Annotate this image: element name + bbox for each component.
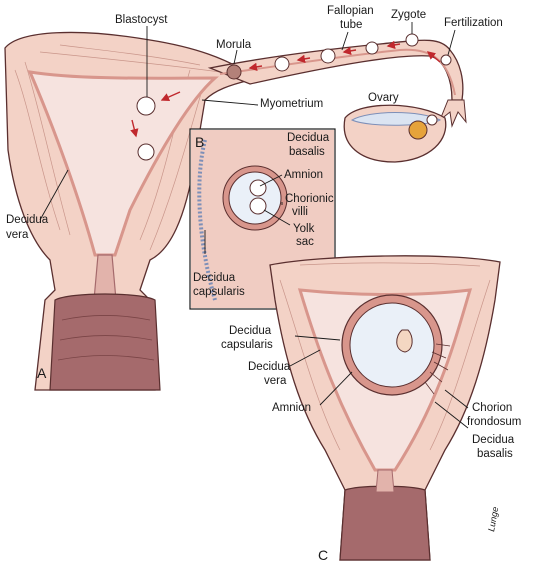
panel-label-b: B	[195, 134, 204, 150]
label-decidua-vera-c-2: vera	[264, 375, 287, 387]
label-decidua-capsularis-c-1: Decidua	[229, 325, 272, 337]
label-chorionic-1: Chorionic	[285, 193, 334, 205]
decidua-capsularis-band	[197, 139, 217, 301]
label-decidua-capsularis-b-1: Decidua	[193, 272, 236, 284]
label-myometrium: Myometrium	[260, 98, 323, 110]
uterus-a	[4, 31, 252, 391]
panel-label-a: A	[37, 365, 47, 381]
label-amnion-c: Amnion	[272, 402, 311, 414]
blastocyst-cell	[136, 96, 156, 116]
label-fertilization: Fertilization	[444, 17, 503, 29]
label-decidua-capsularis-c-2: capsularis	[221, 339, 273, 351]
chorion-frondosum-villi	[424, 343, 451, 395]
label-blastocyst: Blastocyst	[115, 14, 168, 26]
label-chorionic-2: villi	[292, 206, 308, 218]
label-decidua-vera-a-1: Decidua	[6, 214, 49, 226]
label-decidua-capsularis-b-2: capsularis	[193, 286, 245, 298]
label-zygote: Zygote	[391, 9, 426, 21]
cervix-a	[49, 293, 161, 391]
cervix-c	[339, 485, 431, 561]
label-decidua-basalis-c-2: basalis	[477, 448, 513, 460]
label-decidua-vera-c-1: Decidua	[248, 361, 291, 373]
ovulating-follicle	[408, 120, 428, 140]
fallopian-tube	[207, 39, 467, 128]
label-amnion-b: Amnion	[284, 169, 323, 181]
morula-cell	[226, 64, 242, 80]
panel-label-c: C	[318, 547, 328, 563]
label-morula: Morula	[216, 39, 252, 51]
label-decidua-vera-a-2: vera	[6, 229, 29, 241]
embryo-c	[396, 329, 413, 353]
label-chorion-frondosum-2: frondosum	[467, 416, 521, 428]
label-fallopian-1: Fallopian	[327, 5, 374, 17]
yolk-sac-b	[249, 197, 267, 215]
ovary	[343, 104, 447, 163]
embryo-stages	[136, 33, 452, 161]
label-ovary: Ovary	[368, 92, 399, 104]
uterus-c	[269, 255, 501, 561]
amniotic-cavity-c	[349, 302, 435, 388]
label-yolk-1: Yolk	[293, 223, 315, 235]
label-fallopian-2: tube	[340, 19, 362, 31]
fertilized-egg	[440, 54, 452, 66]
leader-lines	[39, 22, 469, 429]
label-decidua-basalis-c-1: Decidua	[472, 434, 515, 446]
label-decidua-basalis-b-2: basalis	[289, 146, 325, 158]
amnion-sac-b	[249, 179, 267, 197]
muscle-striations-c	[279, 262, 491, 451]
label-yolk-2: sac	[296, 236, 314, 248]
zygote-cell	[405, 33, 419, 47]
label-chorion-frondosum-1: Chorion	[472, 402, 512, 414]
label-decidua-basalis-b-1: Decidua	[287, 132, 330, 144]
migration-arrows	[130, 40, 441, 138]
labels: Blastocyst Morula Fallopian tube Zygote …	[6, 5, 521, 563]
artist-signature: Lunge	[486, 506, 500, 532]
